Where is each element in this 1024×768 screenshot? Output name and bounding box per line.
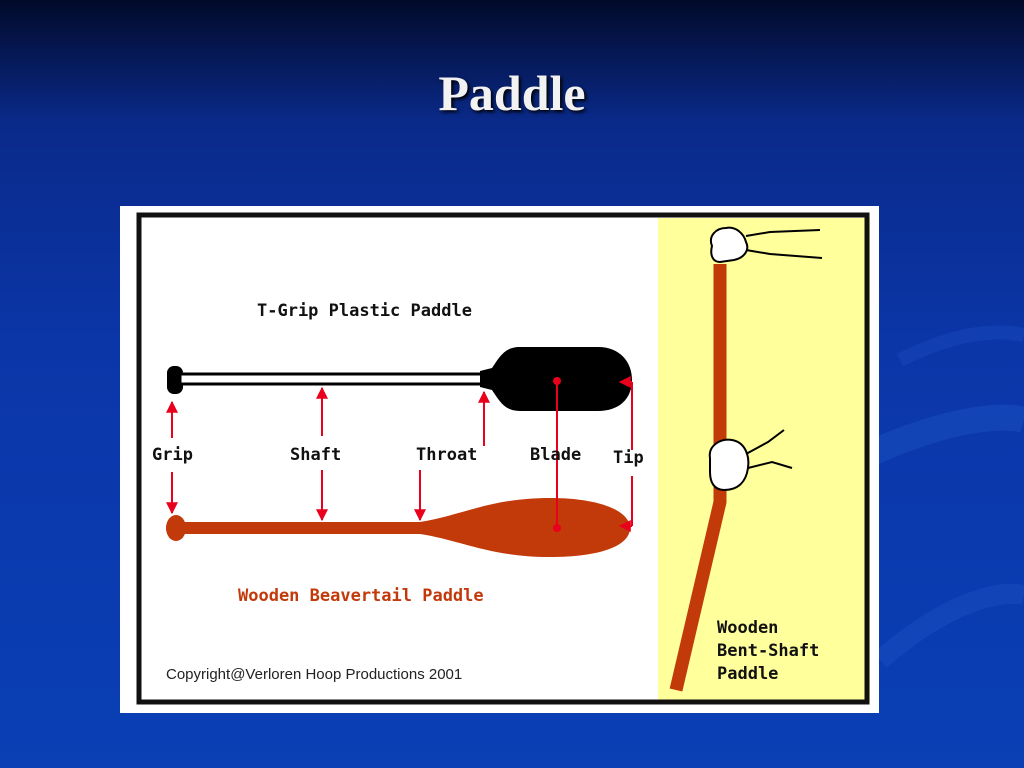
- paddle-diagram-svg: T-Grip Plastic Paddle Grip Shaft Throat …: [120, 206, 879, 713]
- beavertail-title: Wooden Beavertail Paddle: [238, 586, 484, 606]
- label-throat: Throat: [416, 445, 477, 465]
- label-grip: Grip: [152, 445, 193, 465]
- bent-shaft-title-line-2: Bent-Shaft: [717, 641, 819, 661]
- bent-shaft-title-line-3: Paddle: [717, 664, 778, 684]
- part-indicator-arrows: [166, 376, 633, 532]
- tgrip-title: T-Grip Plastic Paddle: [257, 301, 472, 321]
- beavertail-paddle-illustration: [166, 498, 630, 557]
- slide-title: Paddle: [438, 65, 586, 121]
- label-shaft: Shaft: [290, 445, 341, 465]
- label-blade: Blade: [530, 445, 581, 465]
- paddle-diagram: T-Grip Plastic Paddle Grip Shaft Throat …: [120, 206, 879, 713]
- blade-dot-bottom: [553, 524, 561, 532]
- bent-shaft-paddle-illustration: [669, 226, 823, 692]
- figure-frame: [136, 212, 870, 705]
- blade-dot-top: [553, 377, 561, 385]
- bent-shaft-title-line-1: Wooden: [717, 618, 778, 638]
- label-tip: Tip: [613, 448, 644, 468]
- copyright-text: Copyright@Verloren Hoop Productions 2001: [166, 666, 462, 683]
